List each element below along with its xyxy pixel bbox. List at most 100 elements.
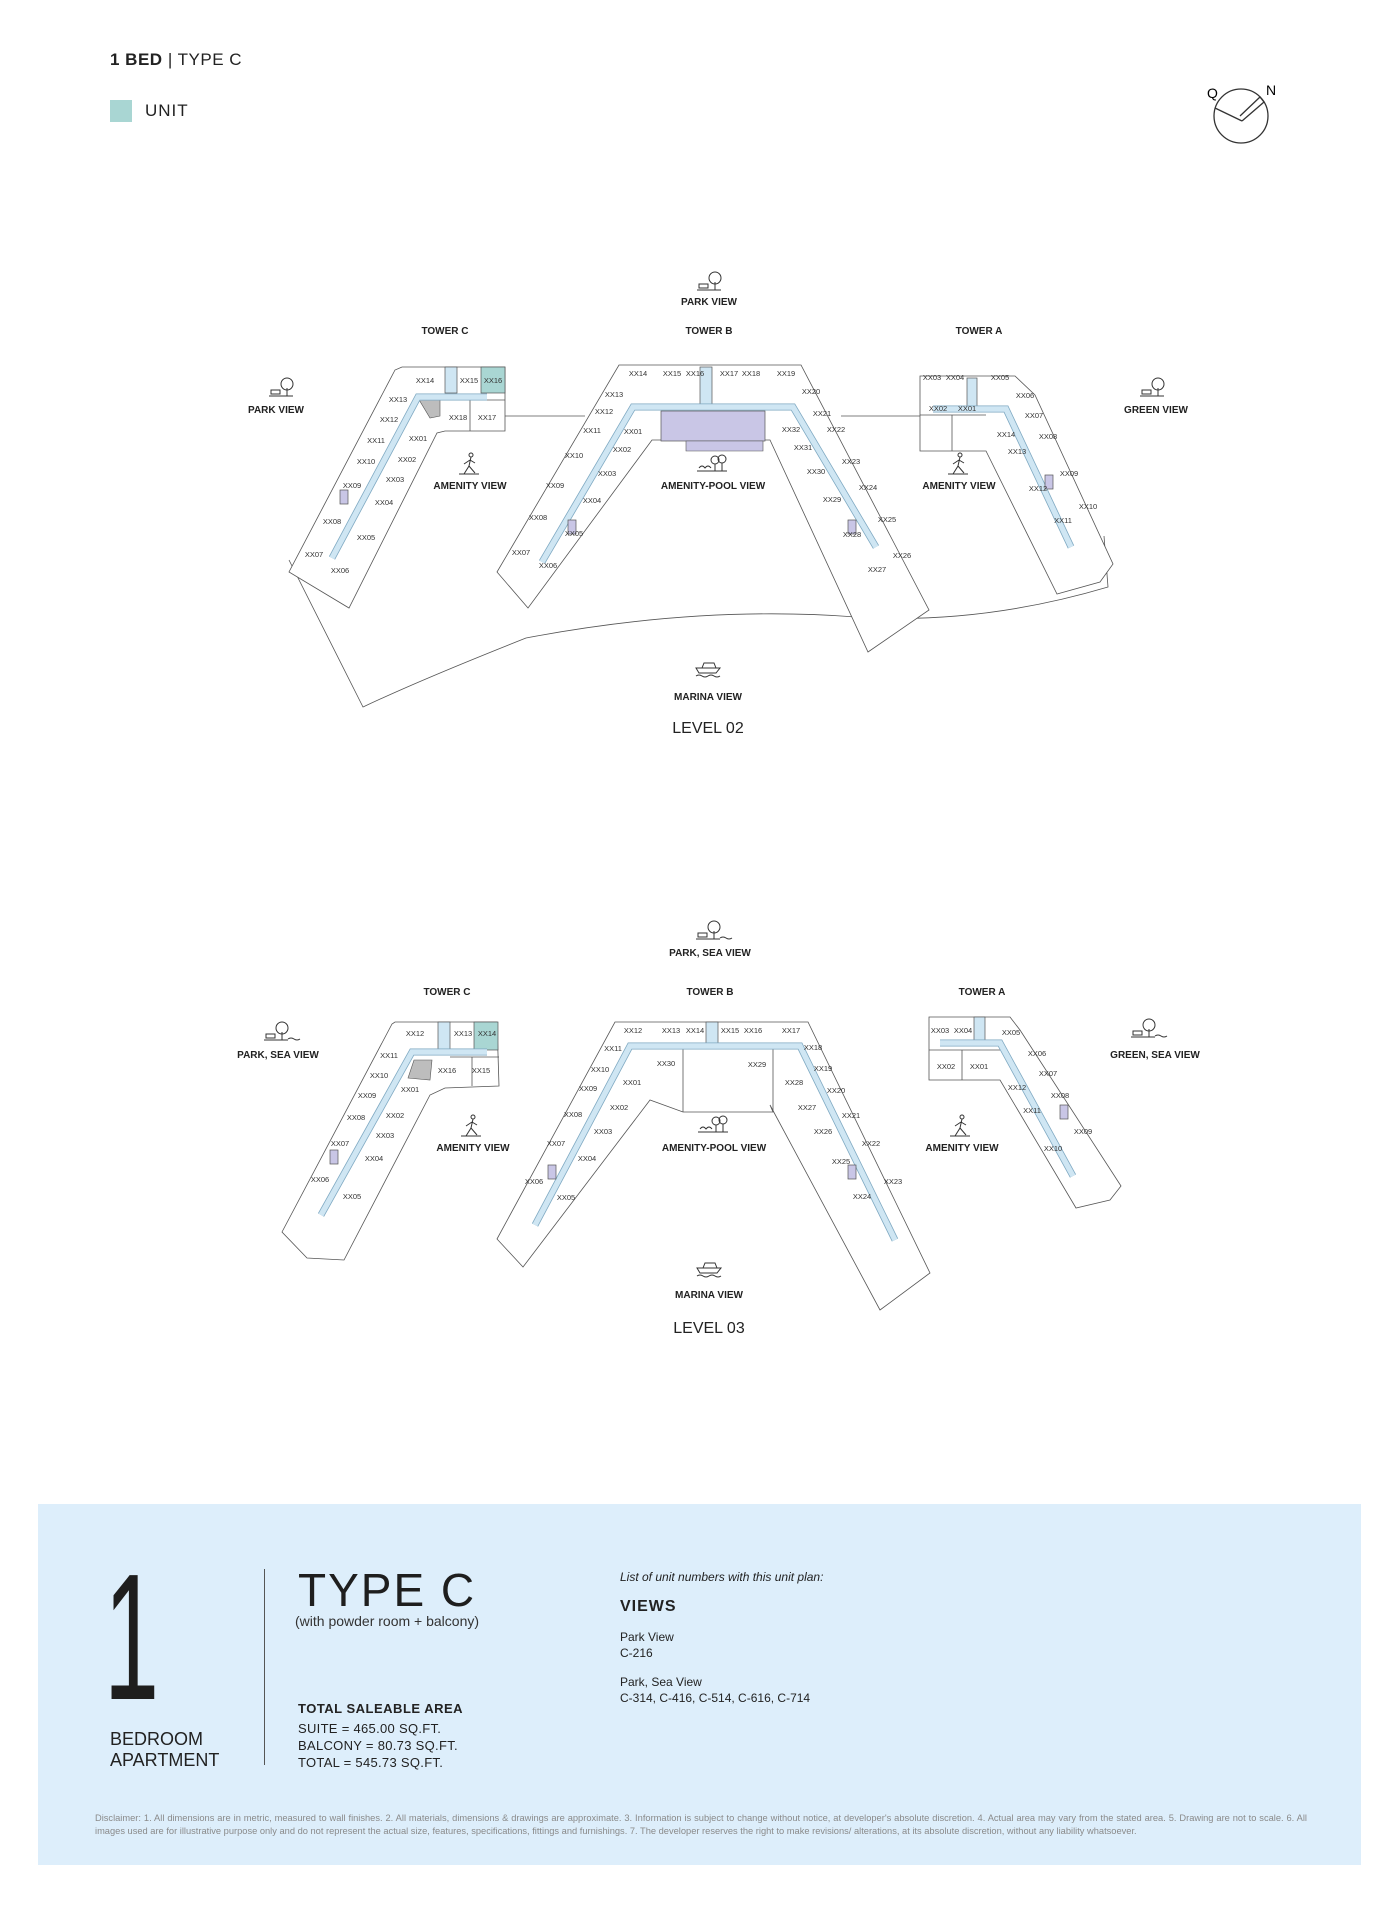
unit-label: XX17 (782, 1026, 800, 1035)
unit-label: XX19 (814, 1064, 832, 1073)
suite-area: SUITE = 465.00 SQ.FT. (298, 1721, 442, 1736)
view-label-bottom: MARINA VIEW (674, 692, 743, 703)
unit-label: XX02 (386, 1111, 404, 1120)
unit-label: XX23 (884, 1177, 902, 1186)
tower-b-label: TOWER B (686, 987, 733, 998)
amenity-core (660, 410, 766, 442)
unit-label: XX02 (937, 1062, 955, 1071)
view-label-amenity-pool: AMENITY-POOL VIEW (662, 1143, 767, 1154)
page-heading: 1 BED | TYPE C (110, 50, 242, 70)
views-title: VIEWS (620, 1598, 677, 1615)
view-label-amenity: AMENITY VIEW (436, 1143, 510, 1154)
unit-label: XX05 (991, 373, 1009, 382)
bedroom-count: 1 (104, 1537, 160, 1738)
unit-label: XX24 (859, 483, 877, 492)
unit-label: XX27 (798, 1103, 816, 1112)
unit-label: XX15 (663, 369, 681, 378)
bench (697, 932, 708, 938)
amenity-walker-icon (461, 1114, 481, 1137)
stair-core (1059, 1104, 1069, 1120)
unit-label: XX13 (605, 390, 623, 399)
lift-core (444, 366, 458, 394)
legend-unit-label: UNIT (145, 101, 189, 120)
pool-icon (697, 454, 727, 472)
unit-label: XX25 (832, 1157, 850, 1166)
heading-separator: | (167, 50, 173, 69)
park-sea-icon (696, 920, 733, 940)
boat (695, 662, 722, 678)
unit-label: XX03 (376, 1131, 394, 1140)
compass-icon: Q N (1207, 82, 1276, 144)
unit-label: XX30 (807, 467, 825, 476)
unit-label: XX04 (946, 373, 964, 382)
head (957, 452, 963, 458)
unit-label: XX29 (748, 1060, 766, 1069)
unit-label: XX09 (343, 481, 361, 490)
unit-label: XX04 (583, 496, 601, 505)
site-outline (288, 535, 1109, 708)
unit-label: XX11 (1023, 1106, 1041, 1115)
bedroom-label: BEDROOM APARTMENT (110, 1729, 219, 1771)
view-label-top: PARK, SEA VIEW (669, 948, 751, 959)
unit-label: XX12 (1008, 1083, 1026, 1092)
level-title: LEVEL 02 (672, 720, 744, 737)
unit-label: XX03 (931, 1026, 949, 1035)
amenity-walker-icon (948, 452, 968, 475)
unit-label: XX10 (357, 457, 375, 466)
stair-core (567, 519, 577, 535)
lift-core (437, 1021, 451, 1051)
boat-icon (695, 662, 722, 678)
highlighted-unit (480, 366, 506, 394)
unit-label: XX15 (472, 1066, 490, 1075)
unit-label: XX18 (804, 1043, 822, 1052)
apartment-line: APARTMENT (110, 1750, 220, 1770)
pool (697, 463, 727, 472)
legend-unit-swatch (110, 100, 132, 122)
unit-label: XX08 (347, 1113, 365, 1122)
tower-c-label: TOWER C (423, 987, 470, 998)
view-label-right: GREEN VIEW (1124, 405, 1188, 416)
unit-label: XX01 (623, 1078, 641, 1087)
unit-label: XX20 (827, 1086, 845, 1095)
core-wedge (407, 1059, 433, 1081)
unit-label: XX09 (546, 481, 564, 490)
unit-label: XX13 (389, 395, 407, 404)
unit-label: XX07 (1039, 1069, 1057, 1078)
compass-n: N (1266, 82, 1276, 98)
unit-label: XX05 (1002, 1028, 1020, 1037)
unit-label: XX03 (594, 1127, 612, 1136)
view-group-name: Park, Sea View (620, 1675, 702, 1689)
park-sea-icon (264, 1021, 301, 1041)
unit-label: XX01 (958, 404, 976, 413)
tower-a-label: TOWER A (959, 987, 1006, 998)
unit-label: XX03 (923, 373, 941, 382)
unit-label: XX19 (777, 369, 795, 378)
unit-label: XX14 (997, 430, 1015, 439)
unit-label: XX10 (565, 451, 583, 460)
view-label-amenity: AMENITY VIEW (922, 481, 996, 492)
unit-label: XX06 (1028, 1049, 1046, 1058)
park-icon (1140, 377, 1165, 397)
unit-label: XX23 (842, 457, 860, 466)
amenity-core (685, 440, 764, 452)
unit-label: XX20 (802, 387, 820, 396)
view-label-right: GREEN, SEA VIEW (1110, 1050, 1200, 1061)
stair-core (1044, 474, 1054, 490)
bench (1141, 389, 1152, 395)
view-label-amenity: AMENITY VIEW (433, 481, 507, 492)
park-sea-icon (1131, 1018, 1168, 1038)
wave (1154, 1034, 1168, 1038)
boat (696, 1262, 723, 1278)
unit-label: XX02 (613, 445, 631, 454)
unit-label: XX05 (357, 533, 375, 542)
unit-label: XX11 (583, 426, 601, 435)
head (470, 1114, 476, 1120)
unit-label: XX09 (1074, 1127, 1092, 1136)
corridor (933, 406, 1074, 549)
unit-label: XX02 (610, 1103, 628, 1112)
unit-label: XX09 (579, 1084, 597, 1093)
park-icon (269, 377, 294, 397)
unit-label: XX17 (478, 413, 496, 422)
unit-label: XX09 (358, 1091, 376, 1100)
body (465, 1118, 478, 1137)
